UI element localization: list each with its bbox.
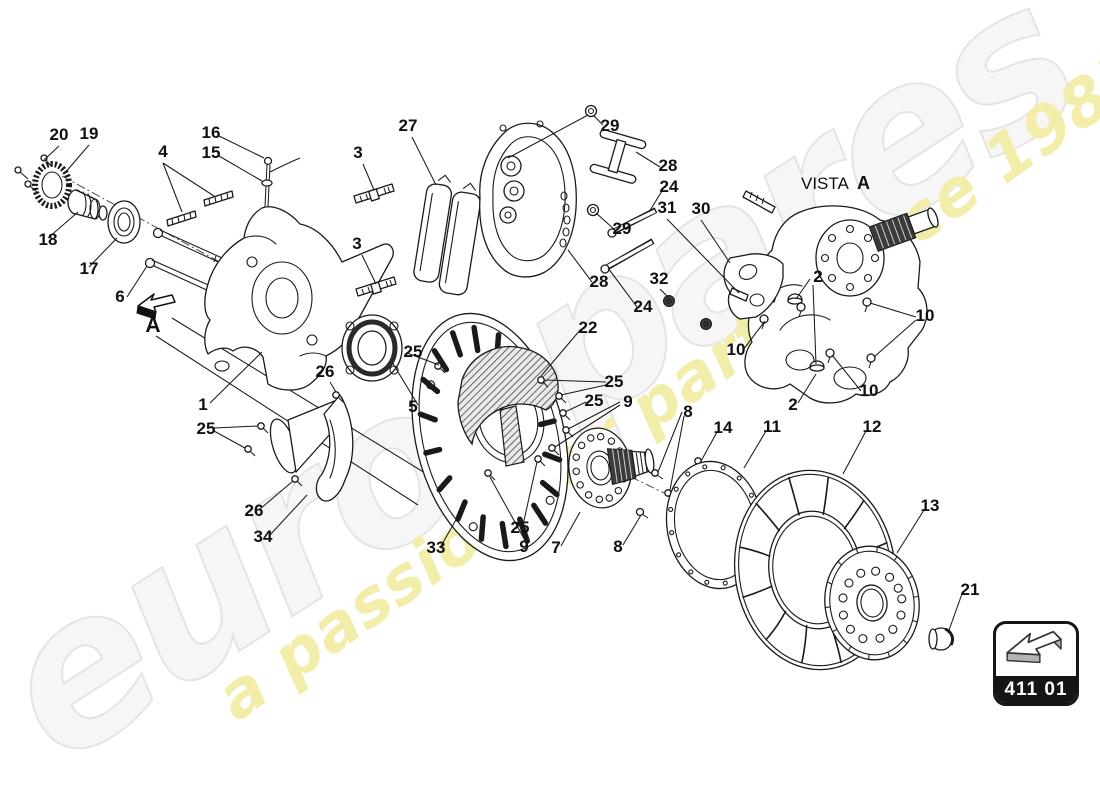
callout-19: 19: [80, 124, 99, 143]
callout-22: 22: [579, 318, 598, 337]
callout-28: 28: [590, 272, 609, 291]
brake-caliper: [479, 120, 577, 278]
callout-27: 27: [399, 116, 418, 135]
callout-2: 2: [788, 395, 797, 414]
cap-21: [928, 627, 954, 651]
callout-9: 9: [519, 537, 528, 556]
callout-10: 10: [860, 381, 879, 400]
dome-bolts-2: [787, 293, 825, 372]
callout-10: 10: [916, 306, 935, 325]
callout-3: 3: [352, 234, 361, 253]
air-duct-34: [269, 394, 354, 502]
curved-arrow-left-icon-face: [136, 305, 157, 320]
callout-33: 33: [427, 538, 446, 557]
callout-28: 28: [659, 156, 678, 175]
callout-25: 25: [605, 372, 624, 391]
callout-14: 14: [714, 418, 733, 437]
callout-25: 25: [585, 391, 604, 410]
callout-15: 15: [202, 143, 221, 162]
callout-3: 3: [353, 143, 362, 162]
screw-20: [40, 154, 52, 167]
guard-screws-25-9: [244, 362, 574, 481]
callout-31: 31: [658, 198, 677, 217]
stud-bolts-4: [166, 190, 234, 227]
guide-bolts-24: [600, 207, 658, 274]
brake-pads-27: [413, 174, 482, 296]
callout-11: 11: [763, 417, 781, 436]
callout-9: 9: [623, 392, 632, 411]
callout-29: 29: [613, 219, 632, 238]
view-direction-letter: A: [145, 314, 160, 337]
callout-4: 4: [158, 142, 168, 161]
duct-screws-26: [291, 391, 344, 487]
callout-32: 32: [650, 269, 669, 288]
callout-8: 8: [613, 537, 622, 556]
seal-ring-17: [107, 200, 141, 244]
callout-7: 7: [551, 538, 560, 557]
backing-plate-33: [411, 312, 569, 562]
disc-bell-13: [824, 545, 920, 661]
callout-24: 24: [634, 297, 653, 316]
part-code-label: 411 01: [996, 676, 1076, 703]
hub-cap-18: [67, 189, 108, 221]
leader-lines: [43, 114, 964, 634]
callout-25: 25: [404, 342, 423, 361]
callout-2: 2: [813, 267, 822, 286]
bolt-31: [729, 287, 749, 302]
callout-25: 25: [197, 419, 216, 438]
callout-30: 30: [692, 199, 711, 218]
pin-nuts-29: [584, 104, 600, 217]
callout-6: 6: [115, 287, 124, 306]
pad-pins-28: [589, 129, 647, 184]
callout-29: 29: [601, 116, 620, 135]
part-code-badge[interactable]: 411 01: [993, 621, 1079, 706]
view-direction-arrow: A: [136, 293, 176, 337]
callout-10: 10: [727, 340, 746, 359]
vista-label-prefix: VISTA: [801, 174, 850, 193]
callout-21: 21: [961, 580, 980, 599]
callout-34: 34: [254, 527, 273, 546]
wheel-knuckle-1: [204, 206, 394, 391]
callout-24: 24: [660, 177, 679, 196]
callout-17: 17: [80, 259, 99, 278]
vista-label: VISTA A: [801, 173, 870, 193]
callout-13: 13: [921, 496, 940, 515]
callout-25: 25: [511, 518, 530, 537]
curved-arrow-left-icon: [137, 293, 176, 313]
callout-18: 18: [39, 230, 58, 249]
tone-ring-screws: [14, 166, 39, 194]
callout-8: 8: [683, 402, 692, 421]
tone-ring-19: [32, 161, 72, 209]
callout-26: 26: [316, 362, 335, 381]
callout-20: 20: [50, 125, 69, 144]
vista-knuckle-assembly: [742, 190, 939, 404]
callout-12: 12: [863, 417, 882, 436]
wheel-hub-7: [568, 427, 655, 509]
nuts-32: [663, 295, 712, 330]
badge-arrow-icon: [1006, 630, 1062, 664]
callout-5: 5: [408, 397, 417, 416]
bearing-5: [341, 314, 403, 382]
vista-label-letter: A: [857, 173, 870, 193]
bracket-30: [723, 253, 784, 320]
callout-26: 26: [245, 501, 264, 520]
callout-1: 1: [198, 395, 207, 414]
callout-16: 16: [202, 123, 221, 142]
bolts-3: [353, 183, 397, 297]
splash-guard-22: [457, 346, 559, 467]
